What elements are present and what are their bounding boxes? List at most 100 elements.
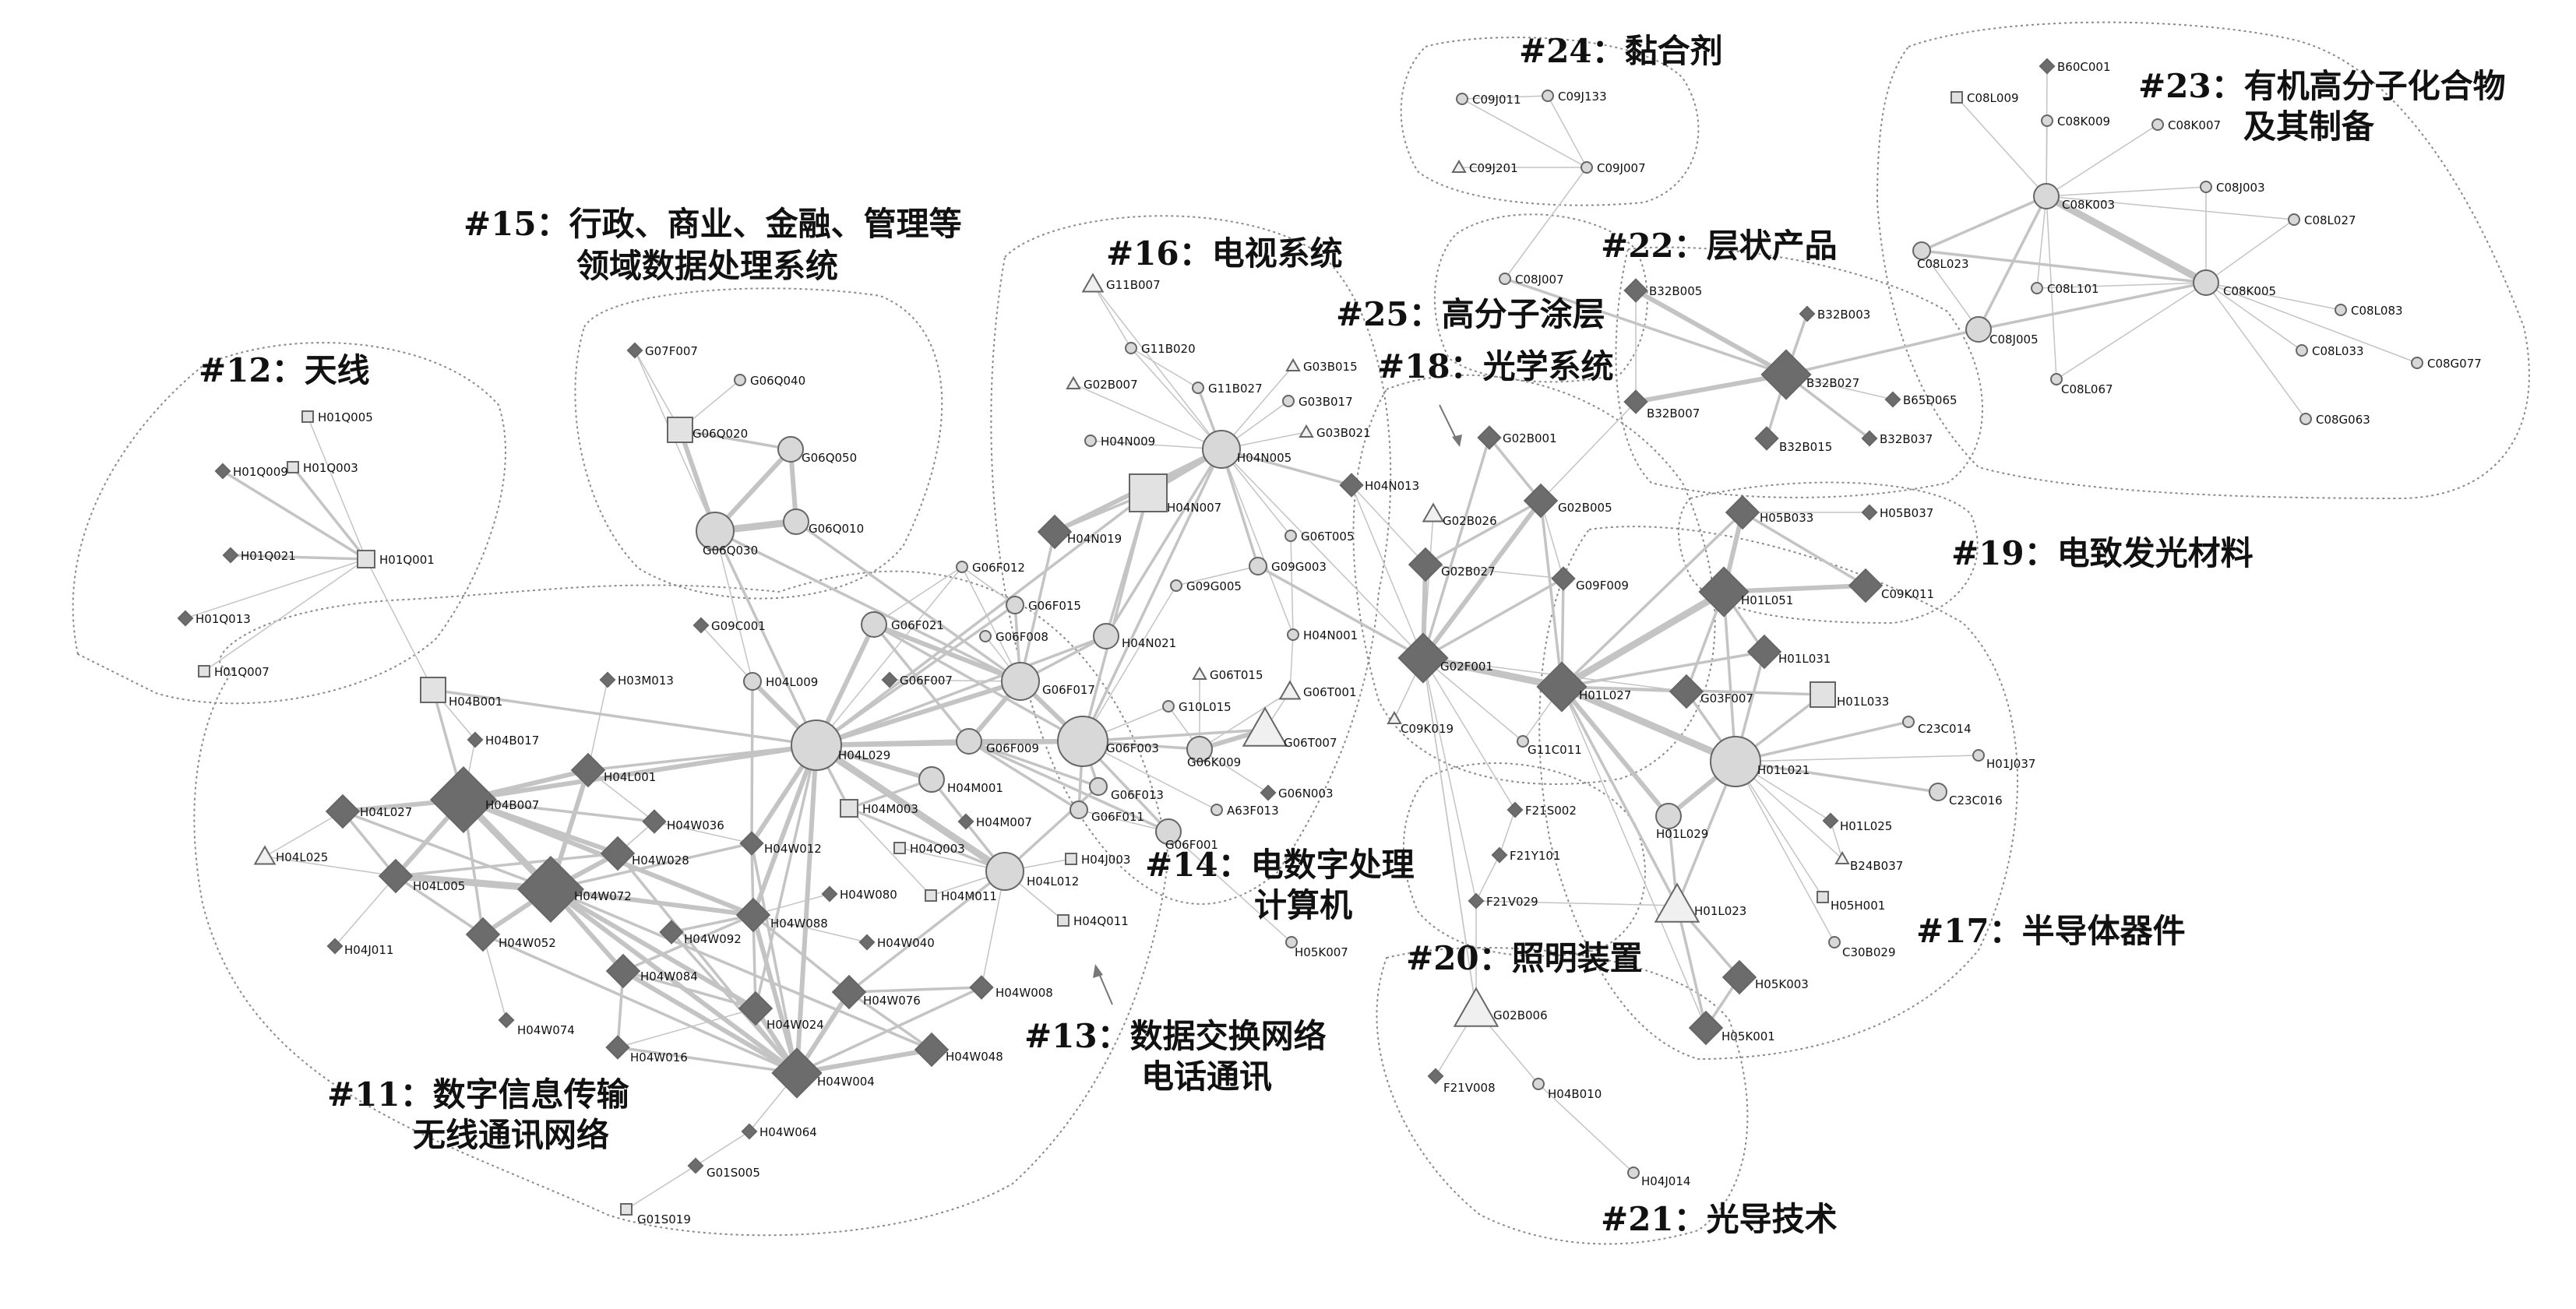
node-h04n019: H04N019 [1037, 514, 1122, 550]
node-h05k003: H05K003 [1721, 959, 1809, 995]
edge-g09g003-g09g005 [1175, 565, 1259, 586]
node-marker-diamond [1551, 566, 1576, 591]
edge-b32b027-c08j007 [1503, 277, 1788, 376]
node-label: H04W072 [574, 889, 632, 903]
node-marker-diamond [1754, 426, 1779, 451]
node-h04w080: H04W080 [821, 885, 897, 903]
node-label: H04B007 [485, 798, 539, 812]
edge-h04w072-h04w004 [548, 887, 799, 1075]
edge-h01l021-h01j037 [1735, 755, 1979, 762]
edge-g02f001-h01l027 [1419, 654, 1566, 691]
node-g01s019: G01S019 [620, 1203, 691, 1226]
edge-h01l021-c30b029 [1735, 761, 1835, 943]
node-marker-circle [1287, 628, 1299, 641]
edge-h04w004-h04w012 [750, 842, 798, 1075]
node-label: H04W064 [759, 1125, 817, 1139]
node-h01l031: H01L031 [1746, 634, 1831, 670]
node-label: G06Q010 [809, 522, 864, 536]
edge-h01l027-h01l051 [1558, 588, 1728, 691]
node-h04j003: H04J003 [1065, 853, 1130, 867]
node-h04w092: H04W092 [659, 920, 742, 946]
node-g06t015: G06T015 [1192, 666, 1263, 682]
edge-c08k003-b60c001 [2046, 65, 2048, 197]
edge-c08k003-c08j005 [1977, 195, 2048, 331]
node-h04w084: H04W084 [605, 953, 698, 989]
node-h04w024: H04W024 [738, 991, 824, 1032]
cluster-label-c19: #19：电致发光材料 [1951, 534, 2254, 572]
node-label: G06F011 [1091, 810, 1144, 824]
node-label: H04L025 [276, 850, 328, 864]
edge-h04b001-h04l029 [432, 688, 818, 747]
node-marker-diamond [1623, 278, 1648, 303]
node-label: C08K009 [2057, 114, 2110, 128]
node-label: H01Q007 [214, 665, 270, 679]
edge-h04w004-h04w048 [795, 1047, 934, 1075]
node-marker-circle [1186, 736, 1213, 762]
node-marker-circle [1929, 783, 1947, 801]
edge-h04m003-h04m001 [848, 778, 933, 810]
edge-h04n007-h04l029 [815, 491, 1150, 747]
node-g10l015: G10L015 [1162, 700, 1232, 714]
edge-g02b005-h01l027 [1539, 499, 1563, 688]
node-marker-triangle [1242, 706, 1288, 747]
edge-h04w028-h04l005 [394, 852, 619, 878]
edge-h04w052-h04w074 [482, 934, 507, 1021]
node-c23c014: C23C014 [1902, 716, 1972, 736]
cluster-label-c20: #20：照明装置 [1406, 939, 1643, 977]
node-h04w008: H04W008 [969, 975, 1053, 1000]
node-marker-diamond [1523, 483, 1559, 519]
edge-g11b007-g11b020 [1092, 283, 1132, 349]
node-marker-circle [1089, 777, 1108, 796]
edge-h01q001-h01q013 [185, 558, 367, 619]
edge-g06f017-g06f021 [872, 622, 1023, 684]
edge-c08k005-c08l067 [2056, 282, 2207, 380]
node-marker-diamond [600, 836, 636, 871]
node-label: G06T007 [1284, 736, 1337, 750]
node-h04l029: H04L029 [791, 720, 890, 771]
node-label: C08K005 [2223, 284, 2276, 298]
edge-h04w076-h04l012 [848, 870, 1006, 994]
node-marker-circle [2296, 344, 2308, 357]
node-marker-square [287, 461, 299, 473]
node-label: G06F007 [900, 674, 953, 688]
node-label: C30B029 [1842, 945, 1895, 959]
node-label: G11B007 [1106, 278, 1161, 292]
node-label: G02B006 [1493, 1008, 1548, 1022]
node-g06k009: G06K009 [1186, 736, 1241, 769]
node-h04l009: H04L009 [743, 672, 818, 691]
node-label: H04N013 [1365, 479, 1419, 493]
node-c09j133: C09J133 [1542, 90, 1607, 104]
node-g09f009: G09F009 [1551, 566, 1629, 593]
edge-h01l023-h05k001 [1676, 904, 1707, 1029]
edge-h04n013-g02b027 [1351, 484, 1426, 565]
node-label: G06F003 [1106, 741, 1159, 755]
cluster-label-c12: #12：天线 [199, 351, 370, 389]
node-label: G02B001 [1503, 431, 1557, 445]
node-marker-circle [2050, 373, 2063, 385]
node-marker-circle [1162, 700, 1175, 713]
edge-h04w004-h04w016 [616, 1046, 798, 1075]
node-g02b005: G02B005 [1523, 483, 1612, 519]
node-label: H01Q005 [318, 410, 373, 424]
node-label: G06N003 [1278, 786, 1334, 801]
edge-g02f001-f21s002 [1422, 657, 1516, 811]
edge-g06q030-h04l009 [714, 530, 753, 682]
node-marker-square [893, 842, 906, 854]
edge-h04w064-g01s005 [695, 1131, 750, 1166]
edge-h01l021-h01l023 [1676, 760, 1737, 907]
node-g06f007: G06F007 [881, 671, 953, 688]
node-c08l083: C08L083 [2335, 304, 2403, 318]
node-marker-diamond [1688, 1010, 1724, 1046]
node-label: G09G005 [1186, 579, 1242, 593]
node-marker-circle [1084, 435, 1097, 447]
node-g06n003: G06N003 [1260, 784, 1334, 801]
node-label: C08L033 [2312, 344, 2364, 358]
node-marker-circle [2031, 282, 2043, 294]
node-h01q021: H01Q021 [222, 547, 296, 564]
node-g02b007: G02B007 [1066, 375, 1138, 392]
node-marker-diamond [1536, 661, 1588, 713]
node-label: G06F021 [891, 618, 944, 632]
node-marker-circle [1499, 273, 1511, 285]
edge-c09j011-c09j133 [1461, 95, 1549, 100]
node-g06q040: G06Q040 [734, 374, 805, 388]
